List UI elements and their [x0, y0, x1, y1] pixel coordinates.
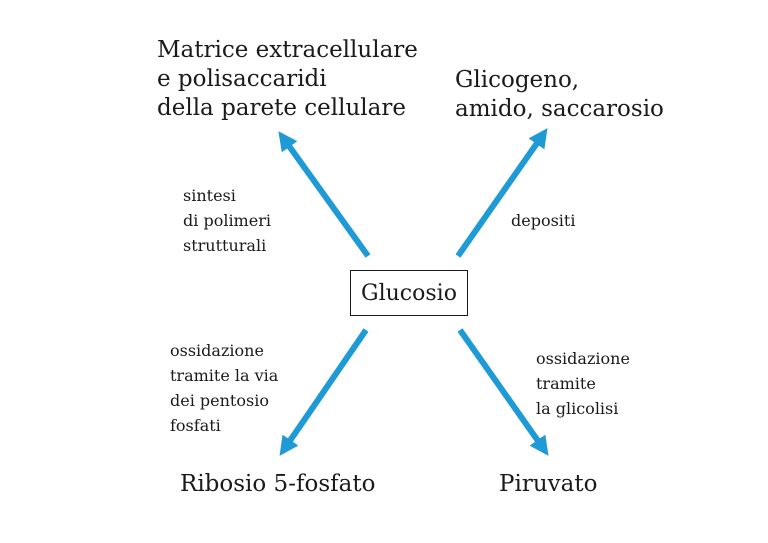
arrow-to-bottom-right: [457, 328, 549, 456]
node-line: e polisaccaridi: [157, 66, 327, 92]
node-line: Glicogeno,: [455, 67, 580, 93]
arrow-to-top-right: [455, 128, 548, 258]
edge-label-storage: depositi: [511, 208, 575, 233]
edge-line: sintesi: [183, 186, 236, 205]
edge-line: ossidazione: [170, 341, 264, 360]
node-pyruvate: Piruvato: [499, 470, 597, 499]
node-line: Matrice extracellulare: [157, 37, 418, 63]
edge-line: fosfati: [170, 416, 221, 435]
node-line: Ribosio 5-fosfato: [180, 471, 376, 497]
edge-line: la glicolisi: [536, 399, 619, 418]
arrow-to-bottom-left: [279, 328, 369, 456]
glucose-node: Glucosio: [350, 270, 468, 316]
edge-line: strutturali: [183, 236, 267, 255]
edge-line: depositi: [511, 211, 576, 230]
arrow-to-top-left: [278, 131, 371, 258]
node-extracellular-matrix: Matrice extracellulare e polisaccaridi d…: [157, 36, 418, 123]
edge-label-glycolysis: ossidazione tramite la glicolisi: [536, 346, 630, 421]
edge-line: dei pentosio: [170, 391, 269, 410]
edge-line: ossidazione: [536, 349, 630, 368]
edge-label-structural-synthesis: sintesi di polimeri strutturali: [183, 183, 271, 258]
edge-line: tramite: [536, 374, 596, 393]
node-line: della parete cellulare: [157, 95, 406, 121]
node-ribose-5-phosphate: Ribosio 5-fosfato: [180, 470, 375, 499]
node-line: amido, saccarosio: [455, 96, 664, 122]
edge-label-pentose-phosphate: ossidazione tramite la via dei pentosio …: [170, 338, 278, 438]
node-line: Piruvato: [499, 471, 598, 497]
glucose-label: Glucosio: [361, 280, 457, 306]
edge-line: di polimeri: [183, 211, 271, 230]
node-glycogen: Glicogeno, amido, saccarosio: [455, 66, 664, 124]
edge-line: tramite la via: [170, 366, 279, 385]
